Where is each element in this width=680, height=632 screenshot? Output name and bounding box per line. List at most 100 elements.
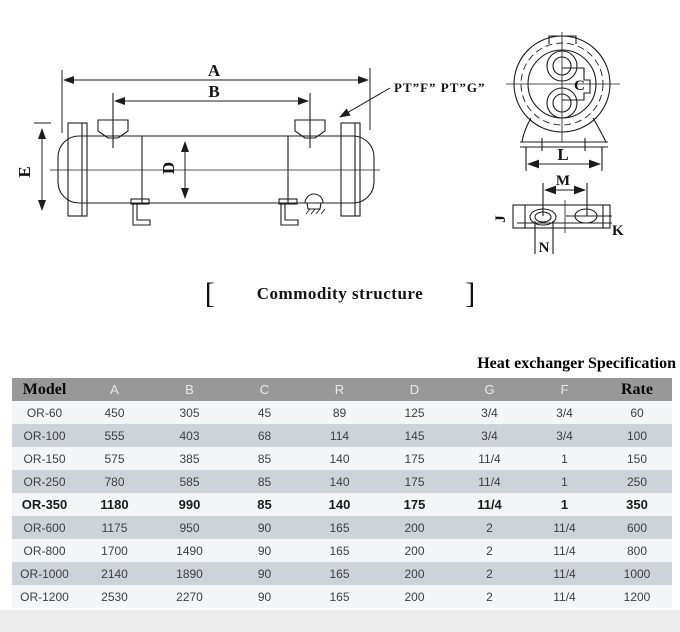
- cell: 85: [257, 474, 272, 489]
- cell: 1700: [101, 543, 128, 558]
- base-hole-left: [529, 208, 557, 226]
- cell: OR-1200: [20, 589, 69, 604]
- cell: 555: [104, 428, 125, 443]
- col-header-model: Model: [12, 378, 77, 401]
- cell: 165: [329, 589, 350, 604]
- cell: 1175: [101, 520, 128, 535]
- side-view-drawing: [50, 93, 380, 226]
- cell: 125: [404, 405, 425, 420]
- cell: 140: [328, 497, 351, 512]
- cell: 100: [626, 428, 648, 443]
- col-header-d: D: [377, 378, 452, 401]
- cell: 1: [561, 451, 568, 466]
- cell: 114: [329, 428, 350, 443]
- cell: 3/4: [481, 428, 498, 443]
- cell: 305: [179, 405, 200, 420]
- cell: 11/4: [553, 520, 576, 535]
- cell: 950: [179, 520, 200, 535]
- cell: 145: [404, 428, 425, 443]
- cell: 575: [104, 451, 125, 466]
- cell: 85: [257, 451, 272, 466]
- cell: 2270: [176, 589, 203, 604]
- cell: 89: [332, 405, 347, 420]
- cell: OR-1000: [20, 566, 69, 581]
- cell: 165: [329, 520, 350, 535]
- cell: OR-600: [23, 520, 66, 535]
- col-header-rate: Rate: [602, 378, 672, 401]
- cell: 385: [179, 451, 200, 466]
- col-header-b: B: [152, 378, 227, 401]
- cell: 200: [404, 566, 425, 581]
- cell: 2530: [101, 589, 128, 604]
- cell: 11/4: [477, 497, 502, 512]
- bottom-band: [0, 610, 680, 632]
- cell: 1180: [100, 497, 129, 512]
- caption-bracket-left: [: [204, 277, 215, 310]
- cell: 165: [329, 566, 350, 581]
- base-plate: [512, 200, 612, 254]
- cell: 250: [626, 474, 648, 489]
- cell: 85: [257, 497, 272, 512]
- cell: 3/4: [556, 428, 573, 443]
- header-row: Model A B C R D G F Rate: [12, 378, 672, 401]
- dim-label-e: E: [15, 166, 34, 177]
- dim-label-a: A: [208, 61, 221, 80]
- cell: 140: [329, 451, 350, 466]
- cell: 2: [486, 543, 493, 558]
- cell: 2: [486, 520, 493, 535]
- cell: 90: [257, 566, 272, 581]
- cell: OR-150: [23, 451, 66, 466]
- table-title: Heat exchanger Specification: [477, 355, 676, 372]
- dim-label-l: L: [557, 145, 568, 164]
- cell: 45: [257, 405, 272, 420]
- cell: 3/4: [481, 405, 498, 420]
- port-leader-line: [339, 87, 391, 118]
- cell: 2: [486, 566, 493, 581]
- left-foot: [130, 198, 151, 226]
- cell: OR-350: [21, 497, 68, 512]
- col-header-c: C: [227, 378, 302, 401]
- caption-text: Commodity structure: [256, 284, 424, 303]
- cell: 90: [257, 520, 272, 535]
- caption-bracket-right: ]: [465, 277, 476, 310]
- cell: 2140: [101, 566, 128, 581]
- shell-body: [57, 135, 375, 204]
- cell: OR-800: [23, 543, 66, 558]
- dim-label-b: B: [208, 82, 219, 101]
- left-flange: [67, 122, 88, 217]
- technical-drawing: A B E D PT”F” PT”G”: [15, 32, 624, 256]
- cell: 175: [404, 474, 425, 489]
- col-header-a: A: [77, 378, 152, 401]
- cell: 200: [404, 543, 425, 558]
- base-hole-right: [574, 208, 598, 224]
- cell: 2: [486, 589, 493, 604]
- side-view-dimensions: [34, 68, 391, 211]
- drain-plug: [304, 193, 326, 215]
- cell: 780: [104, 474, 125, 489]
- cell: 350: [626, 497, 648, 512]
- cell: 1490: [176, 543, 203, 558]
- cell: 175: [403, 497, 426, 512]
- cell: 200: [404, 589, 425, 604]
- section-step: [562, 67, 591, 101]
- cell: OR-100: [23, 428, 66, 443]
- cell: 1000: [623, 566, 651, 581]
- dim-label-k: K: [612, 223, 624, 239]
- cell: 1: [560, 497, 569, 512]
- dim-label-c: C: [574, 78, 585, 94]
- col-header-r: R: [302, 378, 377, 401]
- cell: 11/4: [478, 451, 501, 466]
- cell: 90: [257, 543, 272, 558]
- cell: 90: [257, 589, 272, 604]
- dim-label-j: J: [493, 215, 509, 223]
- cell: 11/4: [553, 543, 576, 558]
- right-flange: [340, 122, 361, 217]
- col-header-f: F: [527, 378, 602, 401]
